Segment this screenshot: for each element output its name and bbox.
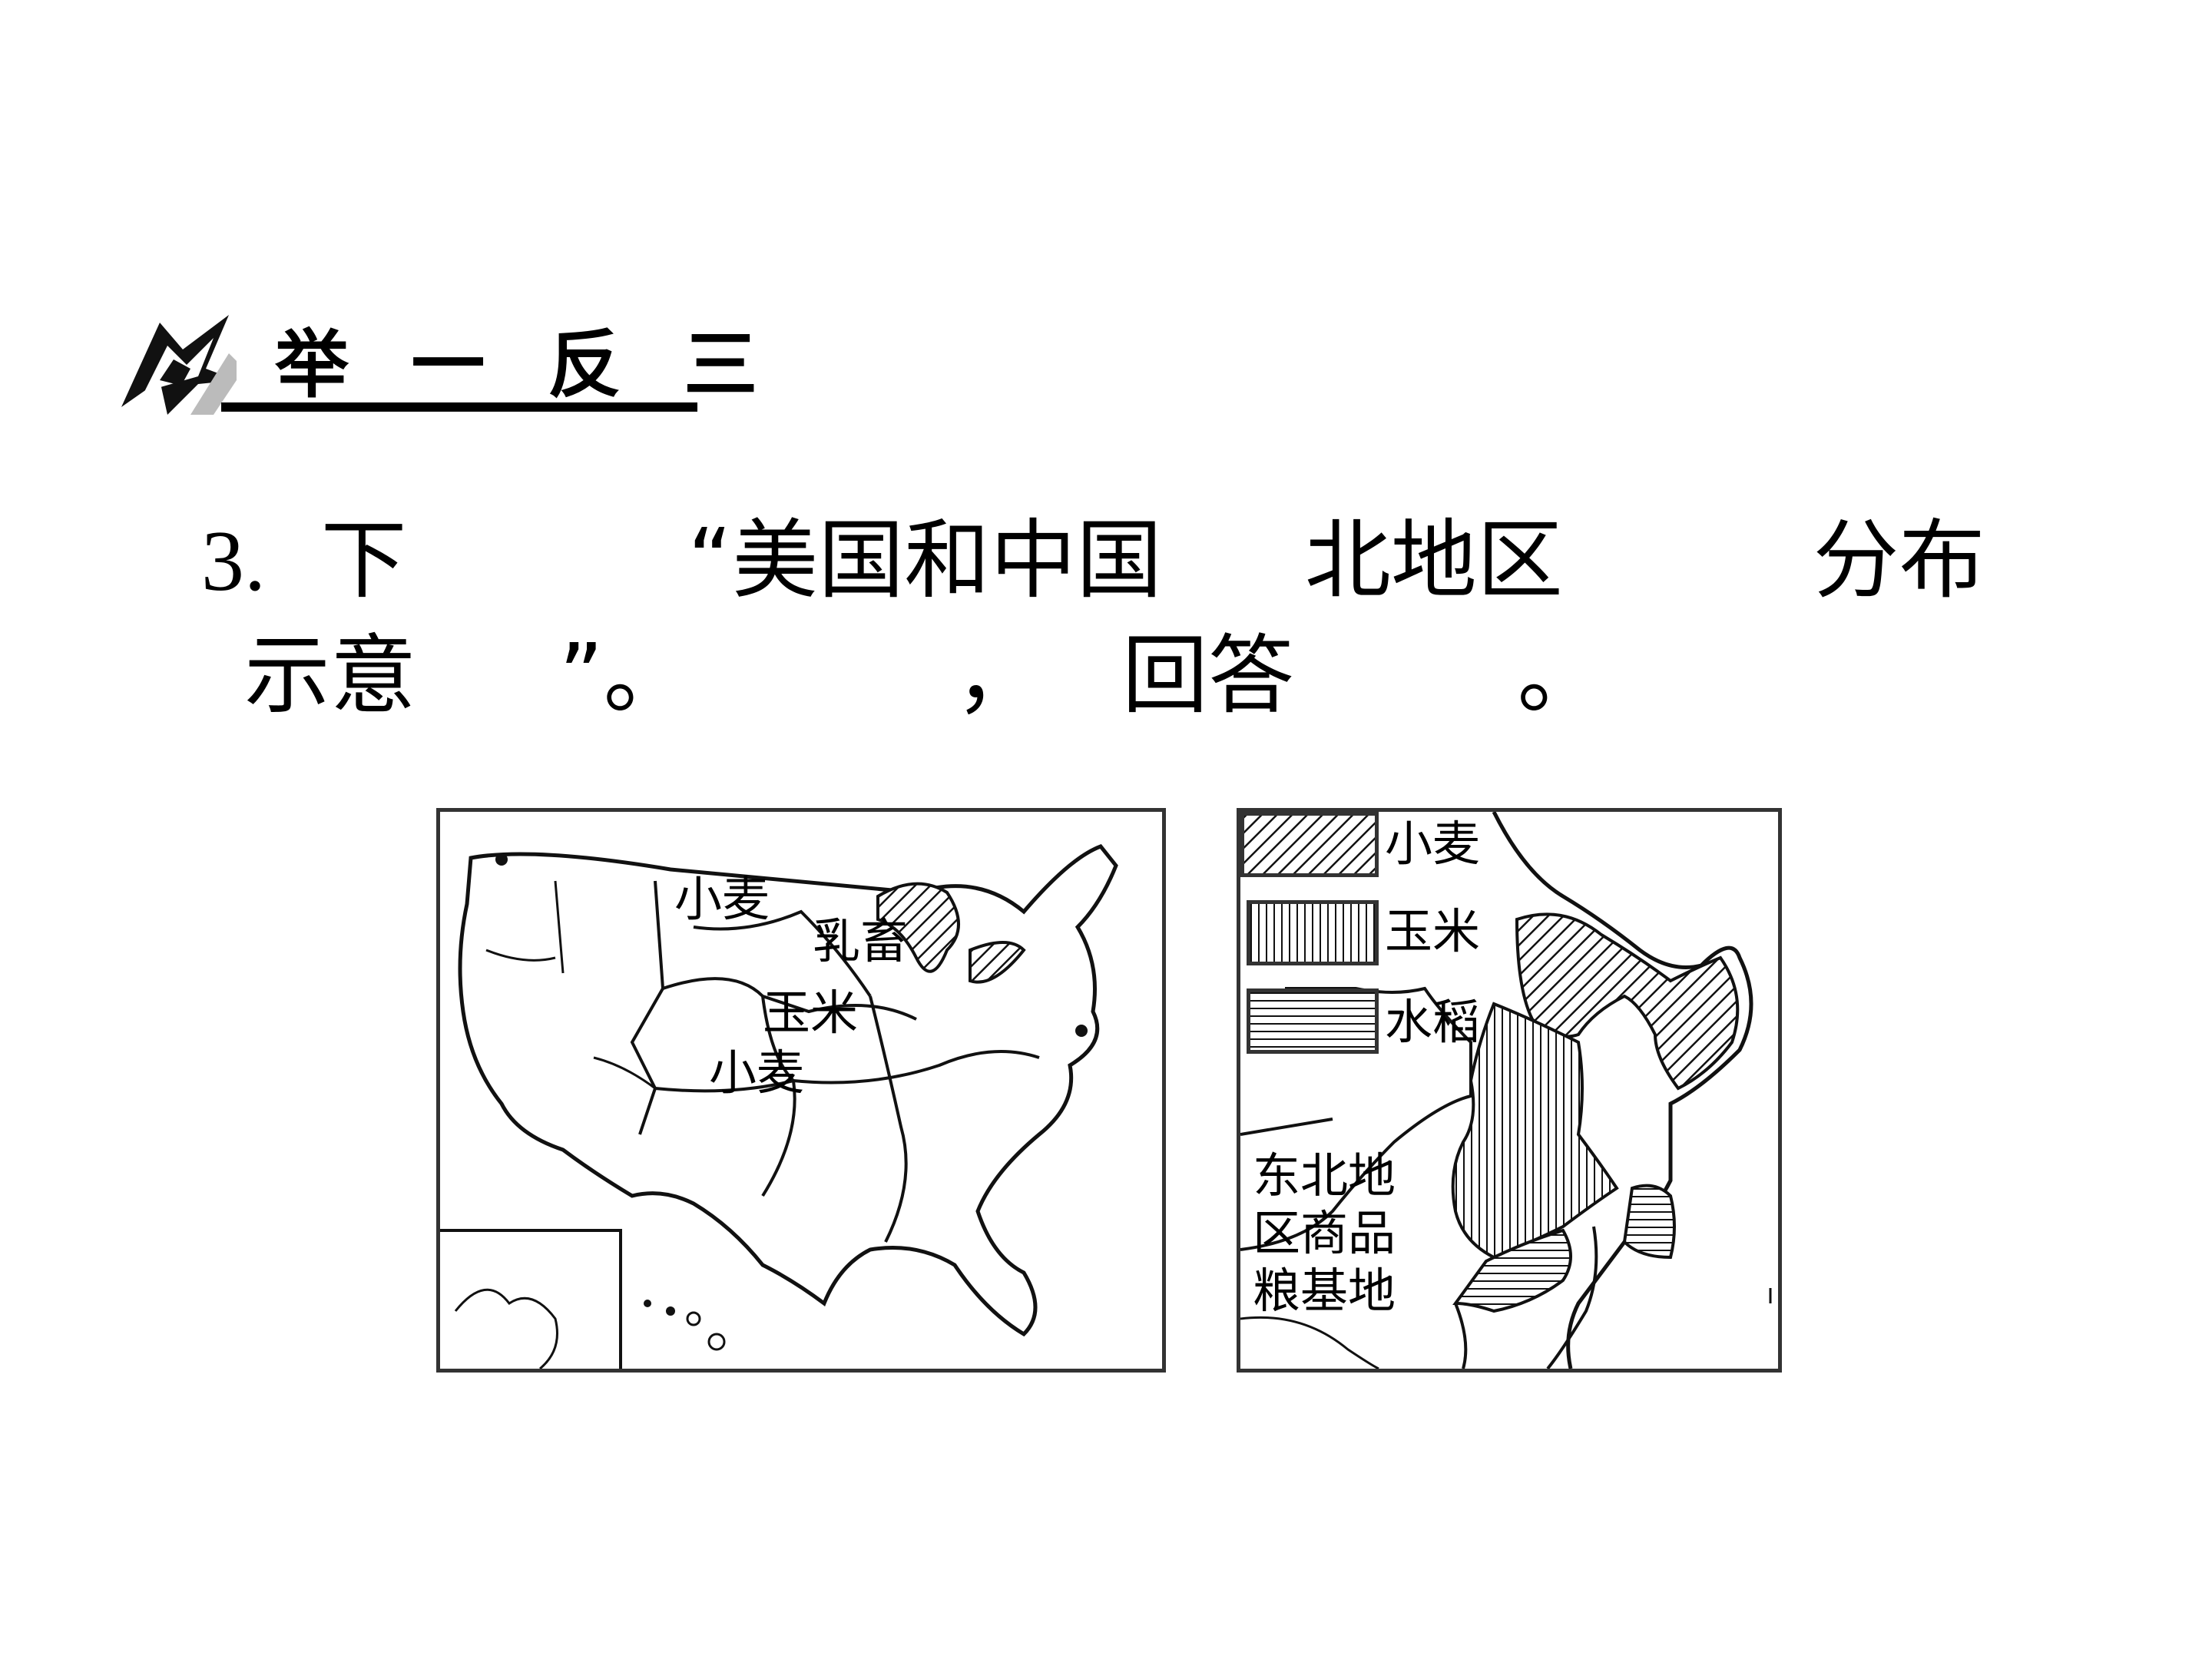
base-label-line-2: 区商品 (1253, 1208, 1396, 1260)
question-text: 。 (1517, 626, 1604, 726)
legend-label-corn: 玉米 (1385, 906, 1481, 959)
question-number: 3. (201, 514, 266, 609)
legend-swatch-rice (1247, 988, 1379, 1054)
base-label-line-3: 粮基地 (1253, 1266, 1396, 1318)
section-header: 举 一 反 三 (114, 307, 757, 415)
label-wheat-north: 小麦 (674, 874, 770, 926)
us-agriculture-map: 小麦 乳畜 玉米 小麦 (436, 808, 1166, 1373)
question-text: “美国和中国 (687, 511, 1163, 611)
label-dairy: 乳畜 (813, 916, 909, 969)
header-divider (221, 402, 697, 412)
question-text: ”。 (558, 626, 690, 726)
legend-label-wheat: 小麦 (1385, 819, 1481, 871)
question-text: 示意 (244, 626, 416, 726)
label-corn: 玉米 (763, 988, 859, 1040)
question-line-1: 3. 下 “美国和中国 北地区 分布 (201, 507, 1985, 615)
legend-label-rice: 水稻 (1385, 997, 1481, 1049)
china-northeast-map: 小麦 玉米 水稻 东北地 区商品 粮基地 (1237, 808, 1782, 1373)
question-line-2: 示意 ”。 ， 回答 。 (244, 622, 1603, 730)
legend-swatch-corn (1247, 900, 1379, 965)
question-text: 分布 (1813, 511, 1985, 611)
label-wheat-south: 小麦 (709, 1048, 805, 1100)
question-text: 下 (320, 511, 407, 611)
question-text: ， (955, 626, 1041, 726)
base-label-line-1: 东北地 (1253, 1151, 1396, 1203)
question-text: 回答 (1121, 626, 1294, 726)
legend-swatch-wheat (1240, 812, 1379, 877)
question-text: 北地区 (1304, 511, 1563, 611)
star-burst-icon (121, 315, 237, 415)
section-title: 举 一 反 三 (275, 322, 777, 408)
